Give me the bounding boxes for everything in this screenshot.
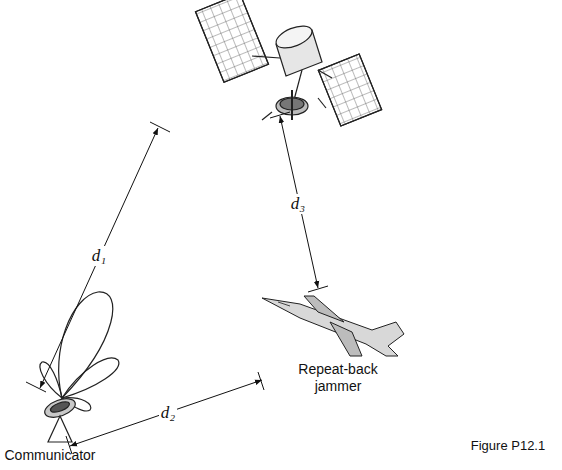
distance-label: d₃ <box>289 194 307 214</box>
distance-label: d₁ <box>90 246 108 266</box>
jammer-aircraft <box>262 296 404 356</box>
jammer-label: Repeat-back jammer <box>298 361 378 395</box>
distance-lines <box>26 112 328 454</box>
communicator-label: Communicator <box>4 447 95 464</box>
satellite <box>196 0 382 126</box>
distance-label: d₂ <box>159 403 177 423</box>
communicator-antenna <box>40 292 119 442</box>
figure-caption: Figure P12.1 <box>471 438 545 454</box>
